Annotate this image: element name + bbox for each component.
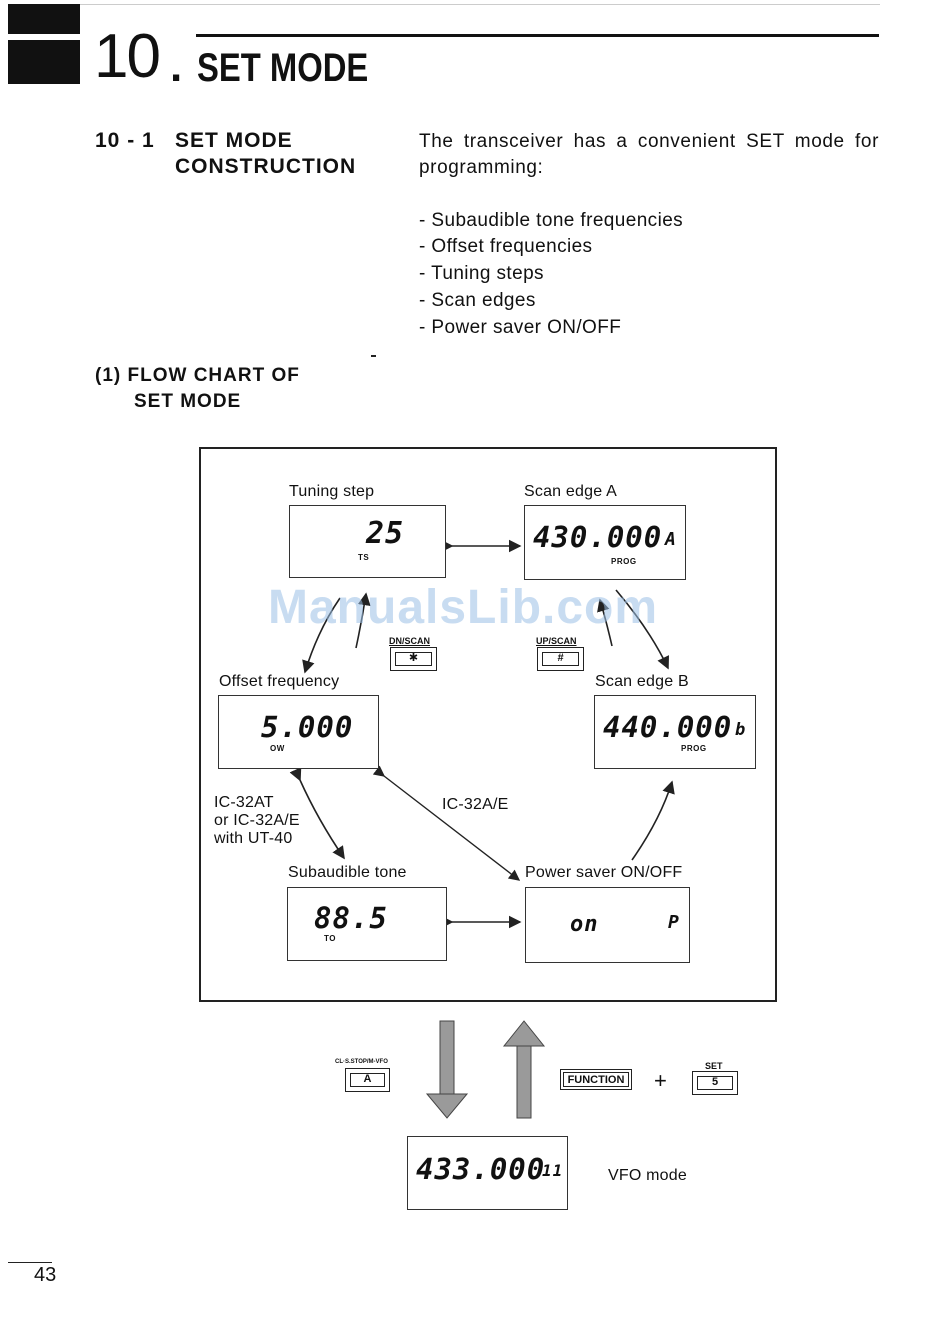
subsection-line2: SET MODE [134, 391, 242, 412]
header-rule-top [80, 4, 880, 5]
scan-edge-b-value: 440.000 [603, 710, 733, 744]
ts-indicator: TS [358, 553, 370, 562]
note-left-line3: with UT-40 [214, 830, 293, 847]
vfo-display: 433.000 11 [407, 1136, 568, 1210]
header-rule [196, 34, 879, 37]
set-key: 5 [692, 1071, 738, 1095]
tuning-step-value: 25 [366, 516, 405, 551]
power-saver-suffix: P [668, 912, 680, 933]
arrow-offset-power [372, 765, 521, 881]
set-key-label: SET [705, 1061, 723, 1071]
note-center: IC-32A/E [442, 796, 509, 813]
arrow-scanA-to-B [615, 589, 669, 670]
prog-indicator: PROG [611, 557, 637, 566]
header-black-block-bottom [8, 40, 80, 84]
arrow-B-to-scanA [597, 598, 613, 647]
arrow-ts-to-offset [302, 597, 341, 674]
vfo-value: 433.000 [416, 1152, 546, 1186]
arrow-power-to-B [631, 780, 675, 861]
list-item: - Subaudible tone frequencies [419, 210, 684, 231]
offset-display: 5.000 OW [218, 695, 379, 769]
clear-key: A [345, 1068, 390, 1092]
chapter-dot: . [170, 42, 183, 91]
arrow-offset-tone [289, 767, 345, 860]
up-scan-key: # [537, 647, 584, 671]
offset-value: 5.000 [261, 710, 354, 744]
subaudible-display: 88.5 TO [287, 887, 447, 961]
tuning-step-display: 25 TS [289, 505, 446, 578]
vfo-suffix: 11 [542, 1161, 564, 1180]
intro-line1: The transceiver has a convenient SET mod… [419, 131, 879, 152]
scan-edge-b-label: Scan edge B [595, 673, 689, 690]
subaudible-value: 88.5 [314, 901, 388, 935]
dn-scan-key-label: DN/SCAN [389, 636, 431, 646]
arrow-offset-to-ts [355, 592, 371, 649]
up-scan-key-label: UP/SCAN [536, 636, 577, 646]
power-saver-display: on P [525, 887, 690, 963]
clear-key-label: CL·S.STOP/M-VFO [335, 1059, 388, 1065]
function-key-label: FUNCTION [563, 1072, 629, 1087]
scan-edge-a-display: 430.000 A PROG [524, 505, 686, 580]
chapter-number: 10 [94, 22, 161, 91]
up-scan-key-symbol: # [542, 652, 579, 666]
to-indicator: TO [324, 934, 336, 943]
list-item: - Power saver ON/OFF [419, 317, 622, 338]
scan-edge-a-suffix: A [665, 529, 677, 550]
list-item: - Scan edges [419, 290, 536, 311]
header-black-block-top [8, 4, 80, 34]
ow-indicator: OW [270, 744, 285, 753]
arrow-up-big [502, 1020, 546, 1119]
chapter-title: SET MODE [197, 46, 369, 90]
note-left-line1: IC-32AT [214, 794, 274, 811]
subaudible-label: Subaudible tone [288, 864, 407, 881]
offset-label: Offset frequency [219, 673, 340, 690]
dn-scan-key-symbol: ✱ [395, 652, 432, 666]
arrow-down-big [425, 1020, 469, 1119]
section-title-line2: CONSTRUCTION [175, 155, 357, 178]
flow-chart-frame [199, 447, 777, 1002]
tuning-step-label: Tuning step [289, 483, 375, 500]
clear-key-symbol: A [350, 1073, 385, 1087]
prog-indicator: PROG [681, 744, 707, 753]
subsection-line1: (1) FLOW CHART OF [95, 365, 300, 386]
section-title-line1: SET MODE [175, 129, 293, 152]
dn-scan-key: ✱ [390, 647, 437, 671]
intro-line2: programming: [419, 157, 544, 178]
vfo-mode-label: VFO mode [608, 1167, 687, 1184]
page-number: 43 [34, 1264, 57, 1286]
power-saver-label: Power saver ON/OFF [525, 864, 683, 881]
power-saver-value: on [570, 912, 599, 937]
scan-edge-a-value: 430.000 [533, 520, 663, 554]
function-key: FUNCTION [560, 1069, 632, 1090]
list-item: - Offset frequencies [419, 236, 593, 257]
note-left-line2: or IC-32A/E [214, 812, 300, 829]
section-number: 10 - 1 [95, 129, 155, 152]
list-item: - Tuning steps [419, 263, 544, 284]
scan-edge-a-label: Scan edge A [524, 483, 617, 500]
stray-mark [371, 355, 376, 357]
plus-sign: + [654, 1068, 667, 1093]
footer-rule [8, 1262, 52, 1263]
scan-edge-b-suffix: b [735, 720, 747, 740]
scan-edge-b-display: 440.000 b PROG [594, 695, 756, 769]
set-key-symbol: 5 [697, 1076, 733, 1090]
watermark: ManualsLib.com [268, 581, 659, 634]
